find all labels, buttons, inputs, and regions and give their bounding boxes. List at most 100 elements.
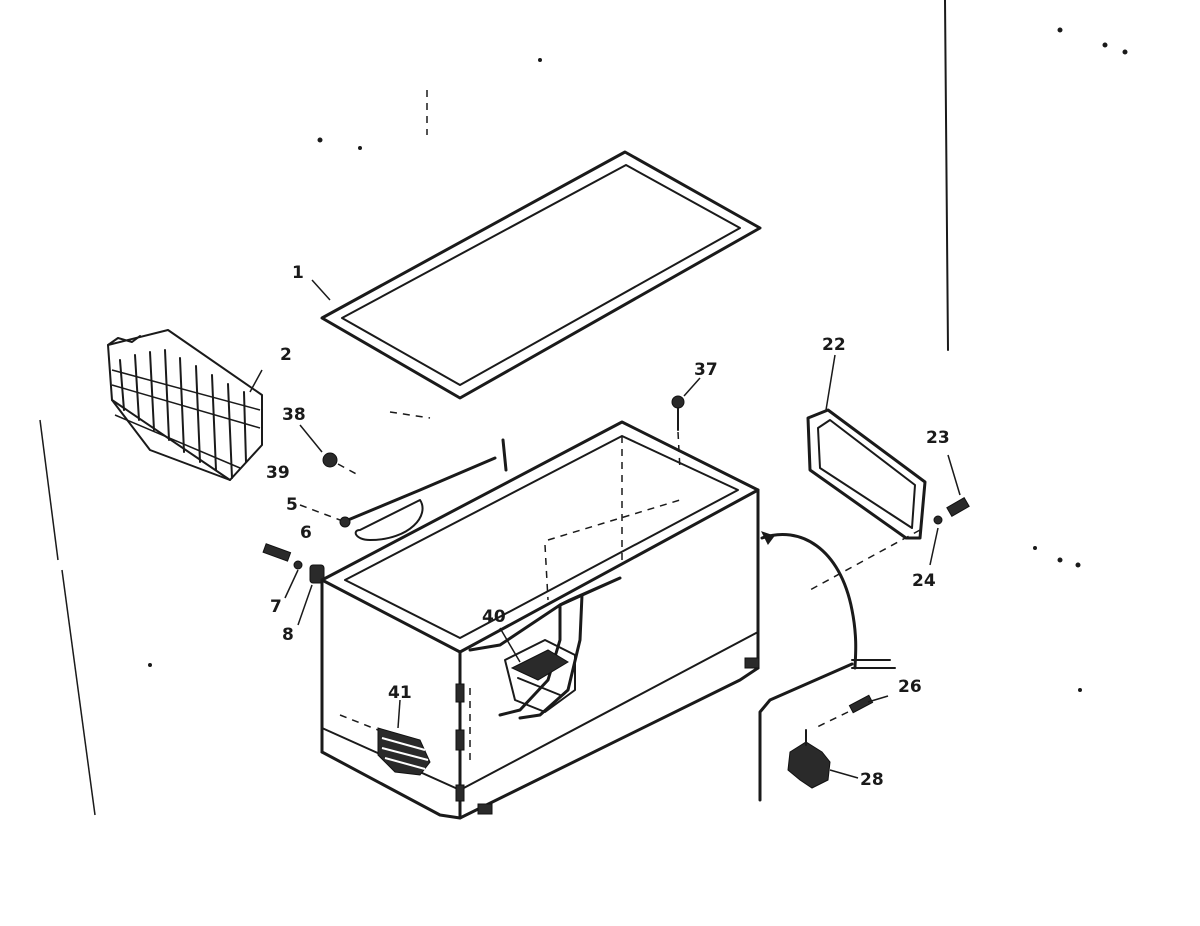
speck [1033, 546, 1037, 550]
screw-23-part [809, 454, 970, 591]
grille-slot [381, 747, 429, 761]
basket-rail [111, 384, 261, 429]
callout-8: 8 [282, 625, 294, 645]
leader-40 [499, 627, 521, 663]
leader-24 [929, 527, 939, 566]
hidden-edge [547, 499, 681, 541]
hinge-rod [346, 456, 497, 522]
screw-26 [848, 694, 874, 714]
grille-slot [381, 737, 426, 751]
cabinet-bottom [320, 666, 760, 820]
callout-41: 41 [388, 683, 412, 703]
callout-labels: 1 2 38 39 5 6 7 8 40 41 37 22 23 24 26 2… [266, 263, 950, 790]
callout-28: 28 [860, 770, 884, 790]
basket-wire [195, 365, 201, 463]
speck [1122, 49, 1128, 55]
screw-37-axis [677, 431, 681, 471]
freezer-cabinet [320, 420, 760, 820]
callout-5: 5 [286, 495, 298, 515]
callout-40: 40 [482, 607, 506, 627]
cabinet-foot [477, 803, 493, 815]
hinge-slot [455, 729, 465, 751]
speck [1057, 27, 1063, 33]
gasket-inner-edge [341, 164, 741, 386]
wire-basket-part [107, 329, 263, 481]
hinge-rod-end [339, 516, 351, 528]
basket-wire [164, 349, 170, 441]
speck [538, 58, 542, 62]
screw-26-axis [814, 711, 849, 729]
basket-wire [134, 354, 140, 421]
leader-38 [299, 424, 323, 453]
leader-22 [825, 354, 836, 411]
basket-rail [111, 369, 261, 411]
callout-23: 23 [926, 428, 950, 448]
basket-wire [119, 359, 125, 411]
leader-41 [397, 699, 401, 729]
nut-8 [309, 564, 325, 584]
callout-22: 22 [822, 335, 846, 355]
leader-37 [683, 377, 701, 397]
callout-7: 7 [270, 597, 282, 617]
washer-7 [293, 560, 303, 570]
leader-23 [947, 454, 961, 496]
cord-lower [758, 662, 854, 802]
callout-38: 38 [282, 405, 306, 425]
leader-1 [311, 279, 331, 301]
basket-rail [114, 414, 241, 469]
grille-axis [339, 714, 379, 731]
leader-2 [249, 369, 263, 393]
leader-26 [867, 695, 889, 703]
callout-39: 39 [266, 463, 290, 483]
compressor-part [499, 627, 576, 713]
back-panel-part [806, 354, 927, 540]
callout-1: 1 [292, 263, 304, 283]
basket-wire [211, 374, 217, 471]
hinge-slot [455, 784, 465, 802]
screw-37-part [671, 377, 701, 471]
callout-26: 26 [898, 677, 922, 697]
cabinet-opening [344, 435, 739, 639]
basket-wire [243, 391, 247, 463]
callout-37: 37 [694, 360, 718, 380]
screw-38 [322, 452, 338, 468]
speck [317, 137, 323, 143]
gasket-outer-edge [320, 150, 762, 400]
border-line-right [944, 0, 949, 351]
screw-38-axis [337, 463, 361, 477]
cabinet-foot [744, 657, 760, 669]
cord-upper [760, 533, 858, 670]
cord-bracket [851, 659, 896, 669]
hinge-rod-part [299, 411, 508, 541]
speck [148, 663, 152, 667]
speck [1075, 562, 1081, 568]
leader-28 [829, 769, 859, 779]
basket-wire [227, 383, 233, 479]
basket-wire [149, 351, 155, 431]
hidden-edge [544, 544, 549, 601]
compressor-step [468, 576, 622, 717]
leader-5 [299, 504, 341, 521]
speck [1057, 557, 1063, 563]
bolt-nut-part [262, 543, 325, 626]
cord-clamp-28 [787, 741, 831, 789]
bolt-7 [262, 543, 292, 562]
compressor-band [517, 677, 561, 696]
basket-handle [107, 335, 141, 346]
speck [358, 146, 362, 150]
hinge-pin [501, 438, 508, 472]
hinge-spring [354, 499, 424, 541]
screw-37-head [671, 395, 685, 409]
cord-arrow [761, 531, 775, 545]
washer-24 [933, 515, 943, 525]
leader-8 [297, 584, 313, 626]
lid-gasket-part [311, 150, 762, 400]
border-line-left-upper [39, 419, 59, 561]
leader-7 [284, 569, 299, 599]
grille-part [339, 699, 431, 776]
border-line-left-lower [61, 569, 96, 816]
panel-inner [817, 419, 916, 529]
basket-bottom-front [111, 399, 231, 481]
